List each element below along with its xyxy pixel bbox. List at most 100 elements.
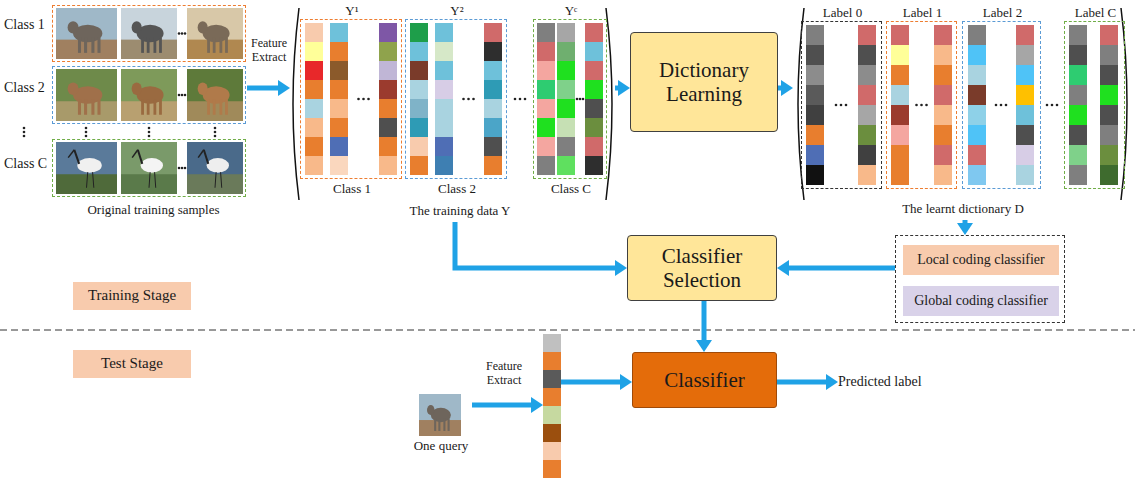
node-text: Yᶜ	[534, 4, 608, 19]
matrix-cell	[557, 118, 575, 137]
arrow-line	[455, 222, 616, 268]
matrix-bracket	[293, 8, 299, 200]
matrix-cell	[968, 85, 986, 105]
ellipsis-dot	[178, 32, 181, 35]
animal-leg	[91, 99, 94, 115]
arrow-head	[696, 340, 712, 352]
matrix-cell	[410, 23, 428, 42]
ellipsis-dot	[23, 131, 26, 134]
ellipsis-dot	[514, 98, 517, 101]
matrix-cell	[330, 80, 348, 99]
output-label: Predicted label	[838, 373, 938, 393]
stage-tag: Training Stage	[73, 282, 191, 310]
flow-arrow	[696, 301, 712, 352]
matrix-cell	[435, 156, 453, 175]
arrow-line	[615, 86, 619, 91]
matrix-cell	[858, 145, 876, 165]
animal-leg	[219, 38, 222, 53]
node-text: Training Stage	[88, 287, 176, 304]
matrix-cell	[543, 442, 561, 460]
animal-neck	[138, 150, 142, 164]
matrix-cell	[379, 99, 397, 118]
matrix-cell	[934, 45, 952, 65]
stage-tag: Test Stage	[73, 350, 191, 378]
matrix-cell	[585, 99, 603, 118]
matrix-cell	[557, 61, 575, 80]
matrix-cell	[435, 118, 453, 137]
matrix-cell	[806, 165, 824, 185]
matrix-cell	[537, 137, 555, 156]
arrow-head	[620, 374, 632, 390]
matrix-cell	[305, 23, 323, 42]
flow-arrow	[247, 80, 290, 96]
matrix-cell	[806, 105, 824, 125]
matrix-cell	[484, 99, 502, 118]
matrix-cell	[585, 118, 603, 137]
photo-sky	[121, 69, 177, 121]
node-text: Y¹	[301, 4, 403, 19]
matrix-cell	[537, 80, 555, 99]
ellipsis-dot	[148, 135, 151, 138]
matrix-cell	[806, 65, 824, 85]
ellipsis-dot	[582, 98, 585, 101]
matrix-cell	[537, 156, 555, 175]
ellipsis-dot	[184, 32, 187, 35]
arrow-head	[278, 80, 290, 96]
matrix-cell	[585, 42, 603, 61]
node-text: Classifier	[664, 368, 744, 392]
node-text: Global coding classifier	[914, 293, 1048, 309]
ellipsis-dot	[1005, 104, 1008, 107]
matrix-cell	[330, 137, 348, 156]
matrix-cell	[858, 125, 876, 145]
animal-beak	[198, 150, 204, 158]
matrix-cell	[858, 85, 876, 105]
ellipsis-dot	[178, 167, 181, 170]
flow-arrow	[472, 397, 543, 413]
matrix-cell	[330, 156, 348, 175]
node-text: The learnt dictionary D	[878, 202, 1048, 217]
ellipsis-dot	[85, 131, 88, 134]
matrix-cell	[1069, 65, 1087, 85]
matrix-cell	[1016, 45, 1034, 65]
matrix-cell	[1016, 165, 1034, 185]
photo-sky	[56, 8, 117, 59]
animal-leg	[207, 99, 210, 115]
animal-leg	[159, 38, 162, 53]
matrix-cell	[968, 45, 986, 65]
matrix-cell	[934, 85, 952, 105]
matrix-cell	[1100, 165, 1118, 185]
photo-sky	[187, 69, 243, 121]
sample-photo	[187, 8, 243, 59]
dictionary-matrix: The learnt dictionary DLabel 0Label 1Lab…	[793, 2, 1133, 220]
photo-sky	[121, 142, 177, 194]
photo-sky	[187, 8, 243, 59]
node-text: The training data Y	[385, 204, 535, 219]
arrow-line	[788, 266, 895, 271]
classifier-option: Global coding classifier	[903, 286, 1059, 316]
matrix-cell	[537, 99, 555, 118]
matrix-cell	[891, 85, 909, 105]
process-box: Dictionary Learning	[630, 32, 778, 132]
matrix-cell	[537, 42, 555, 61]
matrix-cell	[330, 118, 348, 137]
ellipsis-dot	[524, 98, 527, 101]
ellipsis-dot	[85, 135, 88, 138]
atom-group: Label C	[1064, 21, 1125, 189]
ellipsis-dot	[214, 127, 217, 130]
ellipsis-dot	[23, 127, 26, 130]
matrix-cell	[543, 352, 561, 370]
sample-photo	[121, 69, 177, 121]
matrix-cell	[410, 80, 428, 99]
arrow-line	[778, 86, 782, 91]
node-text: Original training samples	[60, 203, 247, 218]
node-text: Label 2	[963, 6, 1042, 21]
classifier-option: Local coding classifier	[903, 245, 1059, 275]
node-text: Y²	[406, 4, 508, 19]
matrix-cell	[484, 23, 502, 42]
ellipsis-dot	[85, 127, 88, 130]
matrix-cell	[585, 156, 603, 175]
node-text: Label 1	[887, 6, 958, 21]
matrix-cell	[1069, 85, 1087, 105]
arrow-head	[957, 223, 973, 235]
ellipsis-dot	[178, 94, 181, 97]
